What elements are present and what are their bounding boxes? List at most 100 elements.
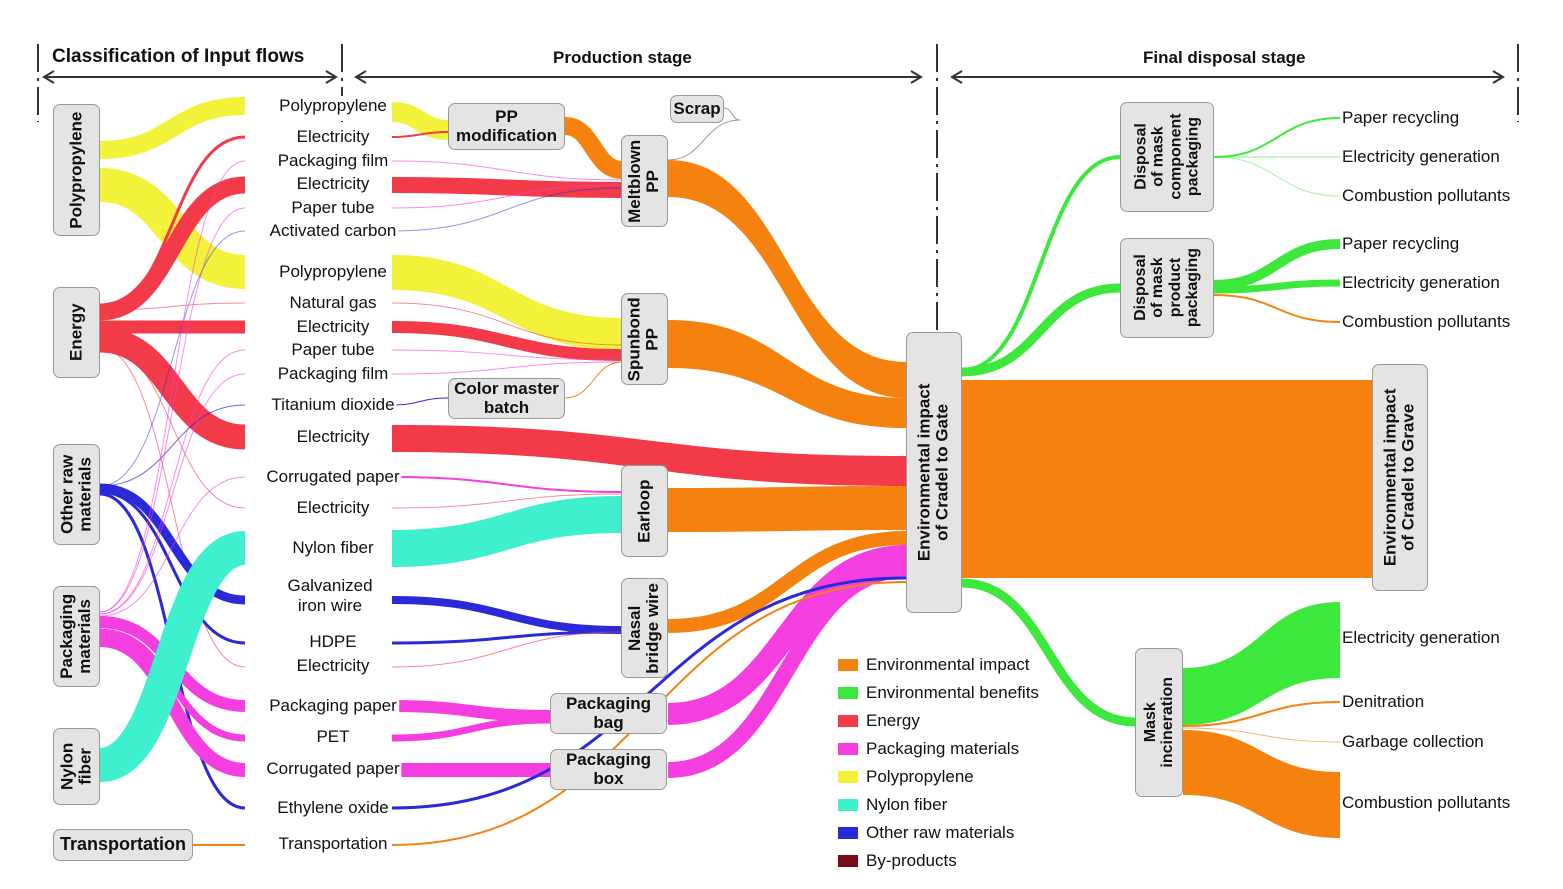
section-title-production: Production stage <box>553 48 692 67</box>
legend-swatch <box>838 687 858 699</box>
flow-pack-to-paper-tube-2 <box>99 349 246 615</box>
flow-energy-to-electricity-2 <box>99 176 246 321</box>
input-label-packaging-film-2: Packaging film <box>275 364 391 384</box>
flow-pack-to-packaging-film-1 <box>99 160 246 613</box>
legend-swatch <box>838 827 858 839</box>
input-label-paper-tube-2: Paper tube <box>289 340 377 360</box>
flow-polypropylene-to-spunbond <box>392 255 622 350</box>
input-label-natural-gas: Natural gas <box>287 293 379 313</box>
flow-nylon-to-nylon-fiber <box>97 531 248 782</box>
process-spunbond-pp: Spunbond PP <box>621 293 668 385</box>
input-label-paper-tube-1: Paper tube <box>289 198 377 218</box>
node-cradle-to-gate: Environmental impact of Cradel to Gate <box>906 332 962 613</box>
output-label-incineration-garbage-collection: Garbage collection <box>1340 732 1486 752</box>
flow-product-to-paper-recycling <box>1213 239 1341 290</box>
flow-paper-tube-to-meltblown <box>391 184 623 209</box>
flow-packaging-film-to-spunbond <box>391 361 623 375</box>
input-label-electricity-6: Electricity <box>294 656 372 676</box>
process-scrap: Scrap <box>670 95 724 123</box>
flow-other-to-activated-carbon <box>99 230 246 487</box>
flow-galvanized-wire-to-nasal <box>391 596 623 634</box>
process-meltblown-pp: Meltblown PP <box>621 135 668 227</box>
legend-item-by-products: By-products <box>838 847 1039 875</box>
process-earloop: Earloop <box>621 465 668 557</box>
flow-meltblown-to-gate <box>668 160 906 398</box>
process-mask-incineration: Mask incineration <box>1135 648 1183 797</box>
stage-arrows <box>37 44 1519 330</box>
flow-polypropylene-to-pp-modification <box>391 102 449 140</box>
flow-nylon-fiber-to-earloop <box>392 496 622 567</box>
flow-product-to-electricity <box>1213 279 1341 294</box>
legend: Environmental impact Environmental benef… <box>838 651 1039 875</box>
input-label-hdpe: HDPE <box>307 632 359 652</box>
legend-swatch <box>838 771 858 783</box>
input-label-transportation: Transportation <box>276 834 390 854</box>
input-label-electricity-1: Electricity <box>294 127 372 147</box>
legend-swatch <box>838 855 858 867</box>
output-label-product-paper-recycling: Paper recycling <box>1340 234 1462 254</box>
input-label-corrugated-paper-2: Corrugated paper <box>264 759 402 779</box>
input-label-activated-carbon: Activated carbon <box>267 221 399 241</box>
flow-meltblown-to-scrap <box>667 119 741 161</box>
process-pp-modification: PP modification <box>448 103 565 150</box>
category-energy: Energy <box>53 287 100 378</box>
legend-item-polypropylene: Polypropylene <box>838 763 1039 791</box>
process-packaging-box: Packaging box <box>550 749 667 790</box>
category-packaging-materials: Packaging materials <box>53 586 100 687</box>
flow-pp-to-polypropylene-2 <box>98 168 247 289</box>
flow-hdpe-to-nasal <box>391 630 623 645</box>
flow-energy-to-electricity-5 <box>99 344 246 509</box>
section-title-input: Classification of Input flows <box>52 46 305 67</box>
process-disposal-product-packaging: Disposal of mask product packaging <box>1120 238 1214 338</box>
output-label-incineration-electricity-generation: Electricity generation <box>1340 628 1502 648</box>
flow-component-to-paper-recycling <box>1213 117 1341 158</box>
flow-packaging-paper-to-bag <box>391 700 551 722</box>
flow-incineration-to-combustion <box>1183 730 1340 838</box>
node-cradle-to-grave: Environmental impact of Cradel to Grave <box>1372 364 1428 591</box>
flow-electricity-to-earloop <box>391 493 623 509</box>
output-label-product-combustion-pollutants: Combustion pollutants <box>1340 312 1513 332</box>
flow-other-to-galvanized-wire <box>99 483 246 605</box>
output-label-incineration-combustion-pollutants: Combustion pollutants <box>1340 793 1513 813</box>
flow-component-to-combustion <box>1213 156 1341 197</box>
flow-other-to-titanium-dioxide <box>99 404 246 487</box>
flow-natural-gas-to-spunbond <box>391 302 623 346</box>
input-label-titanium-dioxide: Titanium dioxide <box>269 395 397 415</box>
flow-activated-carbon-to-meltblown <box>391 187 623 232</box>
input-label-nylon-fiber: Nylon fiber <box>290 538 376 558</box>
legend-item-environmental-impact: Environmental impact <box>838 651 1039 679</box>
flow-gate-to-component-disposal <box>961 155 1121 372</box>
flow-energy-to-electricity-6 <box>99 347 246 668</box>
flow-gate-to-product-disposal <box>961 283 1121 377</box>
flow-pp-to-polypropylene-1 <box>99 97 246 159</box>
flow-pack-to-paper-tube-1 <box>99 207 246 613</box>
flow-packaging-film-to-meltblown <box>391 160 623 181</box>
output-label-component-combustion-pollutants: Combustion pollutants <box>1340 186 1513 206</box>
legend-swatch <box>838 659 858 671</box>
legend-item-energy: Energy <box>838 707 1039 735</box>
input-label-packaging-paper: Packaging paper <box>267 696 399 716</box>
flow-pack-to-corrugated-paper-1 <box>99 476 246 617</box>
flow-links <box>97 97 1372 846</box>
flow-electricity-to-gate <box>392 425 906 486</box>
process-disposal-component-packaging: Disposal of mask component packaging <box>1120 102 1214 212</box>
output-label-component-electricity-generation: Electricity generation <box>1340 147 1502 167</box>
category-polypropylene: Polypropylene <box>53 104 100 236</box>
category-transportation: Transportation <box>53 829 193 861</box>
legend-item-packaging-materials: Packaging materials <box>838 735 1039 763</box>
legend-swatch <box>838 715 858 727</box>
legend-swatch <box>838 743 858 755</box>
flow-nasal-to-gate <box>667 531 907 633</box>
process-color-master-batch: Color master batch <box>448 378 565 419</box>
flow-incineration-to-electricity <box>1183 602 1340 725</box>
flow-gate-to-grave <box>962 380 1372 578</box>
flow-pet-to-bag <box>391 716 551 742</box>
flow-color-master-to-spunbond <box>564 361 623 399</box>
output-label-incineration-denitration: Denitration <box>1340 692 1427 712</box>
flow-incineration-to-denitration <box>1182 701 1341 727</box>
section-title-disposal: Final disposal stage <box>1143 48 1306 67</box>
flow-bag-to-gate <box>667 545 907 725</box>
flow-gate-to-incineration <box>961 578 1136 727</box>
legend-item-environmental-benefits: Environmental benefits <box>838 679 1039 707</box>
